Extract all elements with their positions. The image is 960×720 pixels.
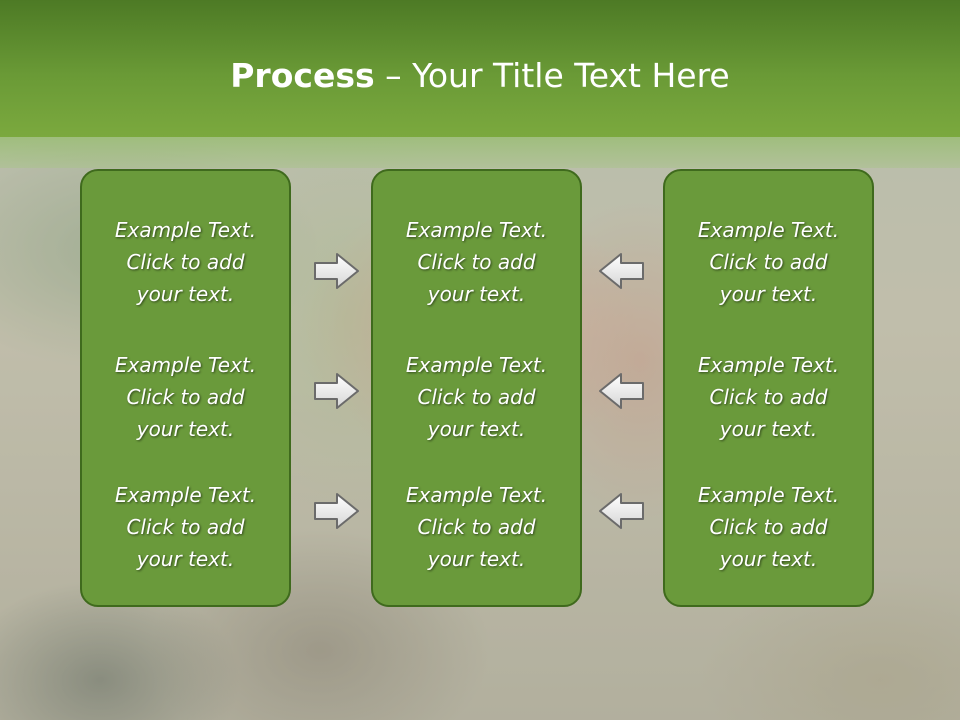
text-block[interactable]: Example Text. Click to add your text. <box>82 479 289 575</box>
text-line: Example Text. <box>114 218 257 242</box>
left-arrow-icon <box>599 373 644 409</box>
text-line: your text. <box>719 282 818 306</box>
text-line: your text. <box>427 282 526 306</box>
text-line: your text. <box>719 547 818 571</box>
text-line: your text. <box>427 417 526 441</box>
title-bar <box>0 0 960 137</box>
process-box-3[interactable]: Example Text. Click to add your text. Ex… <box>663 169 874 607</box>
text-line: Example Text. <box>697 218 840 242</box>
text-line: Click to add <box>126 250 245 274</box>
text-line: Click to add <box>126 385 245 409</box>
right-arrow-icon <box>314 253 359 289</box>
text-block[interactable]: Example Text. Click to add your text. <box>373 479 580 575</box>
text-line: Click to add <box>126 515 245 539</box>
text-line: Example Text. <box>697 483 840 507</box>
text-line: Example Text. <box>697 353 840 377</box>
text-block[interactable]: Example Text. Click to add your text. <box>665 349 872 445</box>
text-line: Click to add <box>709 385 828 409</box>
title-band <box>0 137 960 168</box>
text-block[interactable]: Example Text. Click to add your text. <box>665 214 872 310</box>
left-arrow-icon <box>599 493 644 529</box>
text-line: Example Text. <box>114 353 257 377</box>
text-line: Example Text. <box>405 483 548 507</box>
text-line: Example Text. <box>405 353 548 377</box>
text-block[interactable]: Example Text. Click to add your text. <box>373 349 580 445</box>
text-line: your text. <box>136 417 235 441</box>
text-line: Example Text. <box>405 218 548 242</box>
right-arrow-icon <box>314 373 359 409</box>
text-block[interactable]: Example Text. Click to add your text. <box>82 214 289 310</box>
text-line: your text. <box>427 547 526 571</box>
slide-title[interactable]: Process – Your Title Text Here <box>0 52 960 100</box>
text-line: Example Text. <box>114 483 257 507</box>
text-line: Click to add <box>709 250 828 274</box>
process-box-2[interactable]: Example Text. Click to add your text. Ex… <box>371 169 582 607</box>
title-bold: Process <box>230 56 375 95</box>
left-arrow-icon <box>599 253 644 289</box>
text-line: Click to add <box>709 515 828 539</box>
text-line: Click to add <box>417 385 536 409</box>
text-block[interactable]: Example Text. Click to add your text. <box>82 349 289 445</box>
text-line: your text. <box>136 282 235 306</box>
text-line: your text. <box>136 547 235 571</box>
text-block[interactable]: Example Text. Click to add your text. <box>373 214 580 310</box>
right-arrow-icon <box>314 493 359 529</box>
process-box-1[interactable]: Example Text. Click to add your text. Ex… <box>80 169 291 607</box>
text-line: Click to add <box>417 250 536 274</box>
text-line: Click to add <box>417 515 536 539</box>
title-rest: – Your Title Text Here <box>374 56 730 95</box>
text-block[interactable]: Example Text. Click to add your text. <box>665 479 872 575</box>
text-line: your text. <box>719 417 818 441</box>
